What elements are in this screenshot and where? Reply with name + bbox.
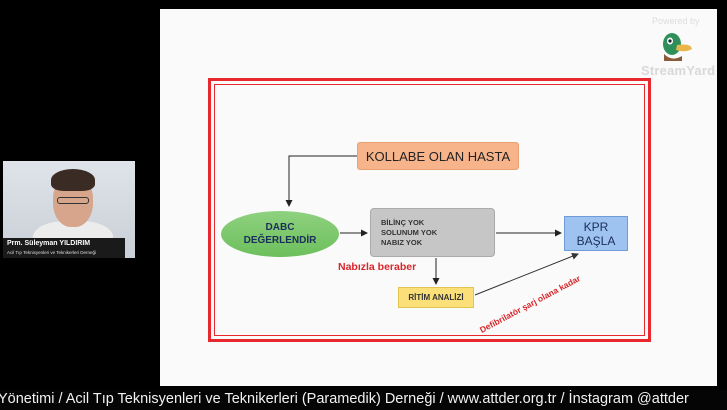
box-kpr-line2: BAŞLA [576,233,616,248]
speaker-hair [51,169,95,191]
arrow-kollabe-to-dabc [285,155,357,207]
streamyard-brand: StreamYard [641,63,716,78]
flow-arrows [285,155,579,296]
slide-red-frame [208,78,651,342]
bottom-ticker: Yönetimi / Acil Tıp Teknisyenleri ve Tek… [0,390,727,410]
box-kollabe-label: KOLLABE OLAN HASTA [365,148,511,164]
arrow-ritim-to-kpr [474,252,579,296]
box-dabc-degerlendir: DABC DEĞERLENDİR [221,211,339,257]
box-kpr-line1: KPR [583,219,609,234]
speaker-nameplate: Prm. Süleyman YILDIRIM Acil Tıp Teknisye… [3,238,125,258]
speaker-name: Prm. Süleyman YILDIRIM [7,240,91,247]
box-kollabe-olan-hasta: KOLLABE OLAN HASTA [357,142,519,170]
speaker-subtitle: Acil Tıp Teknisyenleri ve Teknikerleri D… [7,250,97,255]
box-ritim-analizi: RİTİM ANALİZİ [398,287,474,308]
box-dabc-line2: DEĞERLENDİR [243,235,317,246]
label-nabizla-beraber: Nabızla beraber [338,261,417,273]
box-dabc-line1: DABC [265,222,295,233]
speaker-glasses [57,197,89,204]
box-kpr-basla: KPR BAŞLA [564,216,628,251]
presentation-slide: KOLLABE OLAN HASTA DABC DEĞERLENDİR BİLİ… [160,9,717,386]
box-checks-line2: SOLUNUM YOK [381,227,438,237]
box-ritim-label: RİTİM ANALİZİ [408,293,464,302]
box-bilinc-solunum-nabiz: BİLİNÇ YOK SOLUNUM YOK NABIZ YOK [370,208,495,257]
box-checks-line1: BİLİNÇ YOK [381,217,425,227]
powered-by-label: Powered by [652,16,700,26]
ticker-text: Yönetimi / Acil Tıp Teknisyenleri ve Tek… [0,391,689,407]
streamyard-duck-icon [663,33,692,61]
box-checks-line3: NABIZ YOK [381,237,423,247]
